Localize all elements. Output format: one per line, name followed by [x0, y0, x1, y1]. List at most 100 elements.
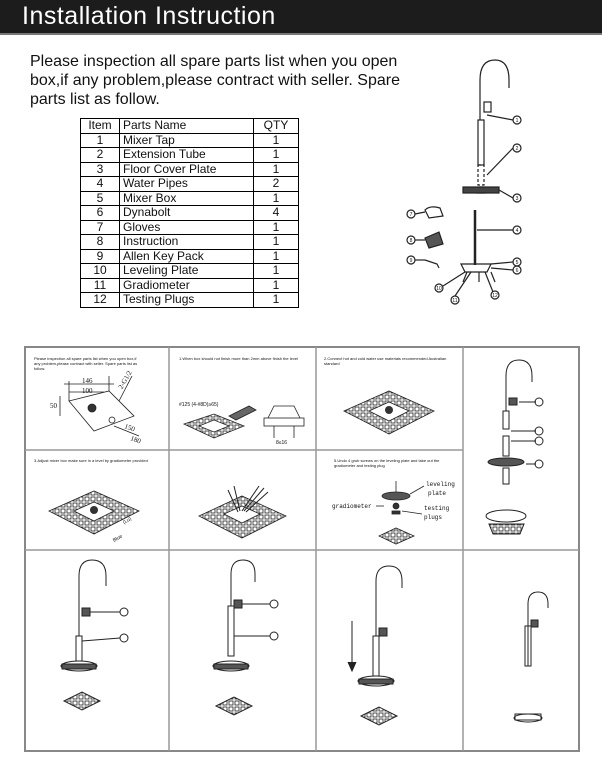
mixer-box-icon [460, 263, 492, 273]
qty: 1 [253, 161, 299, 177]
step-1-note: Please inspection all spare parts list w… [34, 356, 138, 371]
allen-key-icon [424, 259, 440, 269]
callout-6: 6 [516, 268, 519, 274]
item-no: 11 [80, 277, 120, 293]
label-leveling: leveling [426, 481, 455, 488]
qty: 1 [253, 263, 299, 279]
part-name: Leveling Plate [119, 263, 254, 279]
dim-50: 50 [50, 402, 58, 410]
label-plugs: plugs [424, 514, 442, 521]
header-rule [0, 33, 602, 35]
part-name: Testing Plugs [119, 292, 254, 308]
grid-frame [24, 346, 580, 752]
qty: 1 [253, 234, 299, 250]
col-qty-header: QTY [253, 118, 299, 134]
qty: 1 [253, 132, 299, 148]
part-name: Dynabolt [119, 205, 254, 221]
step-7-note: 5.Undo 4 grub screws on the leveling pla… [334, 458, 440, 468]
part-name: Allen Key Pack [119, 248, 254, 264]
step-5-cell: 3.Adjust mixer box make sure in a level … [34, 458, 148, 544]
label-lu: (Lu) [122, 516, 133, 526]
dim-125: #125 (4-#8D)≥65) [179, 402, 219, 408]
parts-table-header: Item Parts Name QTY [80, 118, 299, 134]
item-no: 10 [80, 263, 120, 279]
part-name: Mixer Tap [119, 132, 254, 148]
part-name: Mixer Box [119, 190, 254, 206]
page-header: Installation Instruction [0, 0, 602, 33]
callout-10: 10 [436, 286, 442, 292]
item-no: 3 [80, 161, 120, 177]
step-5-note: 3.Adjust mixer box make sure in a level … [34, 458, 148, 463]
item-no: 4 [80, 176, 120, 192]
step-1-cell: Please inspection all spare parts list w… [34, 356, 142, 446]
callout-12: 12 [492, 293, 498, 299]
step-11-cell [513, 591, 549, 723]
intro-text: Please inspection all spare parts list w… [30, 53, 400, 108]
faucet-spout-icon [479, 59, 510, 120]
dim-146: 146 [82, 377, 93, 385]
tap-handle-icon [483, 101, 492, 113]
qty: 1 [253, 277, 299, 293]
part-name: Instruction [119, 234, 254, 250]
label-plate: plate [428, 490, 446, 497]
step-7-cell: 5.Undo 4 grub screws on the leveling pla… [332, 458, 455, 545]
step-10-cell [347, 565, 403, 726]
step-6-cell [198, 485, 287, 539]
item-no: 1 [80, 132, 120, 148]
part-name: Extension Tube [119, 147, 254, 163]
callout-11: 11 [452, 298, 457, 304]
item-no: 5 [80, 190, 120, 206]
callout-1: 1 [516, 118, 519, 124]
callout-9: 9 [410, 258, 413, 264]
callout-8: 8 [410, 238, 413, 244]
item-no: 9 [80, 248, 120, 264]
dim-100: 100 [82, 387, 93, 395]
callout-5: 5 [516, 260, 519, 266]
extension-tube-icon [477, 164, 485, 186]
part-name: Gradiometer [119, 277, 254, 293]
gloves-icon [424, 206, 444, 219]
label-testing: testing [424, 505, 450, 512]
dim-150: 150 [123, 422, 136, 433]
item-no: 2 [80, 147, 120, 163]
step-3-cell: 2.Connect hot and cold water use materia… [324, 356, 446, 435]
step-4-cell [485, 359, 544, 535]
qty: 2 [253, 176, 299, 192]
installation-steps-grid: Please inspection all spare parts list w… [24, 346, 580, 752]
step-9-cell [212, 559, 279, 716]
instruction-icon [424, 231, 444, 249]
step-2-cell: 1.When box should not finish more than 2… [179, 356, 305, 446]
qty: 1 [253, 190, 299, 206]
callout-7: 7 [410, 212, 413, 218]
callout-2: 2 [516, 146, 519, 152]
qty: 1 [253, 248, 299, 264]
part-name: Floor Cover Plate [119, 161, 254, 177]
mixer-tap-body-icon [477, 119, 485, 166]
qty: 1 [253, 292, 299, 308]
dim-8-16: 8≤16 [276, 440, 287, 446]
steps-grid-svg: Please inspection all spare parts list w… [24, 346, 580, 752]
item-no: 8 [80, 234, 120, 250]
label-blue: Blue [112, 533, 124, 543]
col-item-header: Item [80, 118, 120, 134]
qty: 4 [253, 205, 299, 221]
item-no: 6 [80, 205, 120, 221]
callout-4: 4 [516, 228, 519, 234]
callout-3: 3 [516, 196, 519, 202]
page-title: Installation Instruction [22, 2, 276, 30]
item-no: 12 [80, 292, 120, 308]
part-name: Water Pipes [119, 176, 254, 192]
label-gradiometer: gradiometer [332, 503, 372, 510]
exploded-parts-diagram: 1 2 3 4 5 6 7 8 9 10 11 12 [406, 59, 522, 305]
